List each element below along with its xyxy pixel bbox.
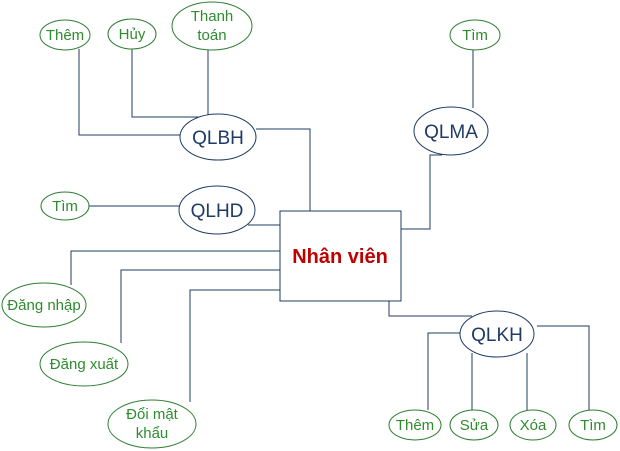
qlkh-action-them-label: Thêm [396, 417, 434, 434]
qlbh-action-thanhtoan: Thanh toán [171, 1, 253, 51]
action-dang-nhap-label: Đăng nhập [7, 297, 80, 314]
action-doi-mat-khau-line1: Đổi mật [126, 406, 179, 423]
module-qlkh: QLKH [459, 310, 535, 358]
edge-doimatkhau [189, 289, 280, 402]
qlbh-action-thanhtoan-line1: Thanh [191, 8, 234, 25]
module-qlkh-label: QLKH [471, 325, 523, 346]
edge-qlkh-center [388, 301, 472, 317]
edge-qlkh-them [427, 332, 468, 410]
action-doi-mat-khau: Đổi mật khẩu [107, 399, 197, 449]
module-qlhd-label: QLHD [191, 201, 244, 222]
module-qlma: QLMA [413, 106, 489, 156]
center-box [279, 210, 402, 302]
qlkh-action-xoa: Xóa [509, 409, 557, 441]
center-node: Nhân viên [279, 210, 402, 302]
edge-dangxuat [120, 269, 280, 343]
module-qlbh: QLBH [179, 113, 257, 161]
qlma-action-tim: Tìm [449, 19, 501, 51]
module-qlma-label: QLMA [424, 122, 478, 143]
qlkh-action-sua: Sửa [449, 409, 499, 441]
edge-qlma-center [401, 154, 442, 230]
action-dang-nhap: Đăng nhập [1, 282, 87, 328]
qlkh-action-them: Thêm [388, 409, 442, 441]
qlbh-action-huy: Hủy [107, 18, 157, 50]
qlhd-action-tim-label: Tìm [52, 198, 78, 215]
qlkh-action-tim: Tìm [568, 409, 618, 441]
edge-dangnhap [70, 250, 280, 285]
center-label: Nhân viên [292, 246, 388, 268]
edge-qlbh-them [78, 49, 182, 136]
action-dang-xuat-label: Đăng xuất [50, 356, 119, 373]
qlbh-action-them: Thêm [39, 19, 91, 51]
module-qlbh-label: QLBH [192, 128, 244, 149]
qlbh-action-them-label: Thêm [46, 27, 84, 44]
edge-qlbh-huy [131, 49, 200, 118]
qlkh-action-tim-label: Tìm [580, 417, 606, 434]
qlkh-action-sua-label: Sửa [460, 417, 489, 434]
edge-qlkh-tim [537, 325, 590, 410]
edge-qlbh-center [256, 128, 311, 211]
module-qlhd: QLHD [178, 185, 256, 235]
connectors [70, 49, 590, 410]
qlhd-action-tim: Tìm [40, 191, 90, 221]
qlma-action-tim-label: Tìm [462, 27, 488, 44]
qlbh-action-huy-label: Hủy [119, 26, 146, 43]
action-doi-mat-khau-line2: khẩu [136, 425, 169, 442]
qlkh-action-xoa-label: Xóa [520, 417, 547, 434]
qlbh-action-thanhtoan-line2: toán [197, 27, 226, 44]
action-dang-xuat: Đăng xuất [39, 341, 129, 387]
